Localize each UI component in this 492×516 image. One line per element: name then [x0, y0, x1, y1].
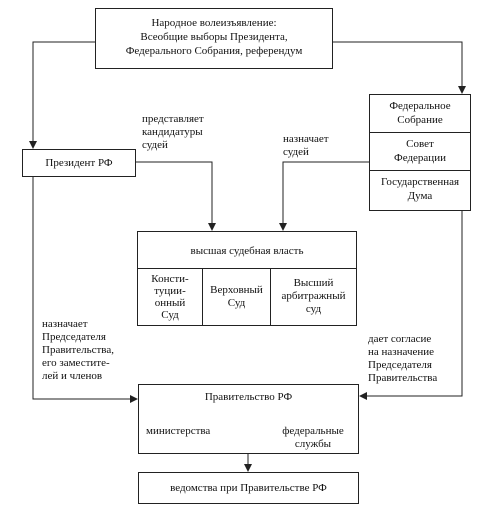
constitutional-court-line3: онный — [154, 297, 186, 309]
presents-label-2: кандидатуры — [142, 126, 203, 138]
court-divider-h — [138, 268, 356, 269]
consent-label-3: Председателя — [368, 359, 432, 371]
peoples-will-line2: Всеобщие выборы Президента, — [140, 31, 288, 43]
appoints-pm-label-2: Председателя — [42, 331, 106, 343]
consent-label-4: Правительства — [368, 372, 438, 384]
supreme-court-line2: Суд — [227, 297, 246, 309]
peoples-will-line3: Федерального Собрания, референдум — [125, 45, 303, 57]
constitutional-court-line4: Суд — [161, 309, 179, 321]
arrow-people-to-president — [29, 41, 95, 149]
agencies-label: ведомства при Правительстве РФ — [170, 482, 327, 494]
supreme-court-line1: Верховный — [210, 284, 263, 296]
federation-council-line2: Федерации — [394, 152, 446, 164]
arrow-president-to-court — [136, 161, 216, 231]
peoples-will-line1: Народное волеизъявление: — [151, 17, 277, 29]
presents-label-3: судей — [142, 139, 168, 151]
consent-label-2: на назначение — [368, 346, 435, 358]
arbitration-court-line1: Высший — [293, 277, 334, 289]
constitutional-court-line1: Консти- — [151, 273, 189, 285]
arrow-president-to-government — [32, 176, 138, 403]
arrow-assembly-to-government — [359, 210, 463, 400]
agencies-box: ведомства при Правительстве РФ — [138, 472, 359, 504]
government-title: Правительство РФ — [204, 391, 293, 403]
appoints-pm-label-3: Правительства, — [42, 344, 114, 356]
federal-assembly-box: Федеральное Собрание Совет Федерации Гос… — [369, 94, 471, 211]
arrow-people-to-assembly — [333, 41, 466, 94]
presents-label-1: представляет — [142, 113, 204, 125]
arbitration-court-line2: арбитражный — [281, 290, 346, 302]
arrow-assembly-to-court — [279, 161, 369, 231]
ministries-label: министерства — [146, 425, 211, 437]
state-duma-line2: Дума — [407, 190, 433, 202]
court-divider-v2 — [270, 268, 271, 325]
federal-assembly-title-2: Собрание — [397, 114, 443, 126]
federal-services-line2: службы — [294, 438, 332, 450]
constitutional-court-line2: туции- — [154, 285, 186, 297]
federal-assembly-title-1: Федеральное — [389, 100, 451, 112]
peoples-will-box: Народное волеизъявление: Всеобщие выборы… — [95, 8, 333, 69]
president-label: Президент РФ — [45, 157, 113, 169]
judicial-power-box: высшая судебная власть Консти- туции- он… — [137, 231, 357, 326]
appoints-pm-label-5: лей и членов — [42, 370, 103, 382]
appoints-pm-label-4: его заместите- — [42, 357, 110, 369]
government-box: Правительство РФ министерства федеральны… — [138, 384, 359, 454]
appoints-pm-label-1: назначает — [42, 318, 88, 330]
appoints-judges-label-1: назначает — [283, 133, 329, 145]
president-box: Президент РФ — [22, 149, 136, 177]
state-duma-line1: Государственная — [380, 176, 460, 188]
court-divider-v1 — [202, 268, 203, 325]
consent-label-1: дает согласие — [368, 333, 432, 345]
federation-council-line1: Совет — [406, 138, 434, 150]
judicial-power-title: высшая судебная власть — [190, 245, 304, 257]
arbitration-court-line3: суд — [305, 303, 322, 315]
appoints-judges-label-2: судей — [283, 146, 309, 158]
federal-services-line1: федеральные — [282, 425, 344, 437]
assembly-divider-1 — [370, 132, 470, 133]
assembly-divider-2 — [370, 170, 470, 171]
